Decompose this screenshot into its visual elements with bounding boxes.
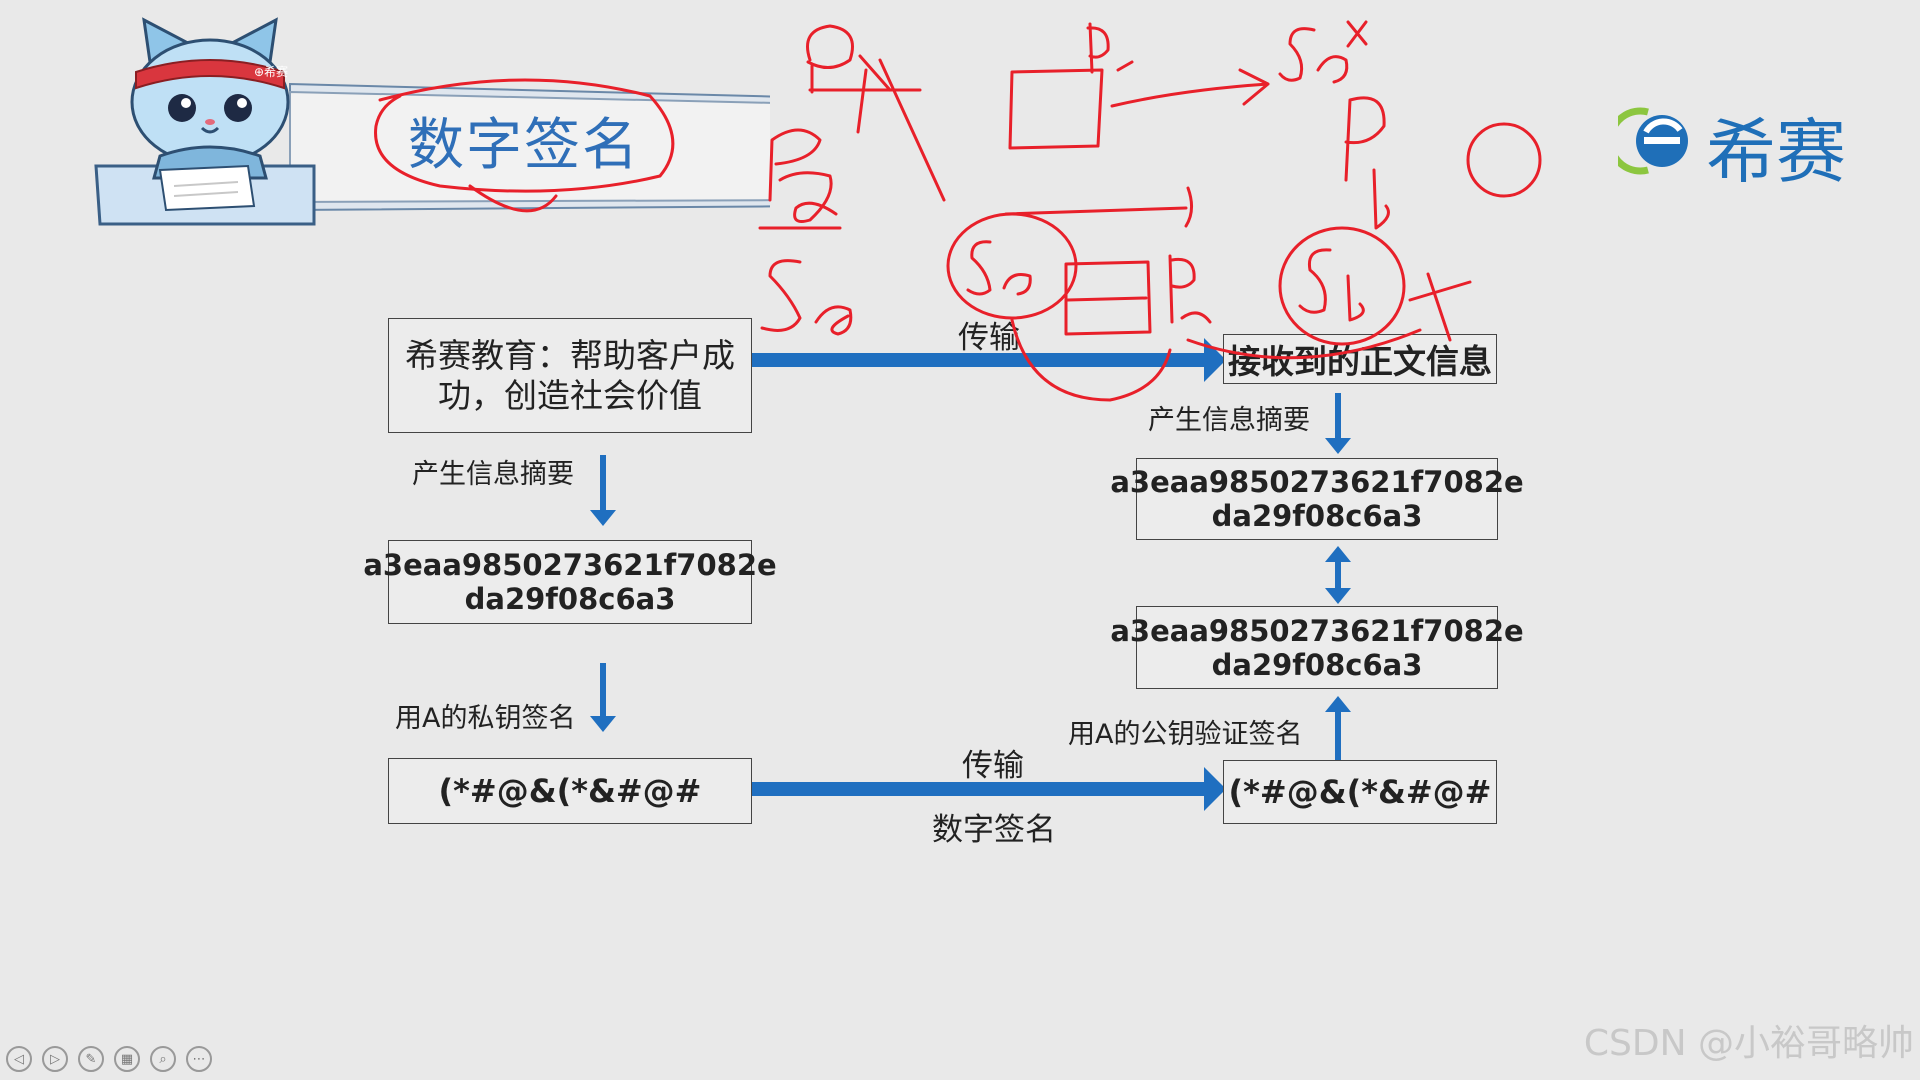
- receiver-digest1-line-2: da29f08c6a3: [1211, 499, 1423, 533]
- received-message-box: 接收到的正文信息: [1223, 334, 1497, 384]
- receiver-signature-box: (*#@&(*&#@#: [1223, 760, 1497, 824]
- bottom-transfer-arrow: [752, 767, 1226, 811]
- pen-icon[interactable]: ✎: [78, 1046, 104, 1072]
- receiver-digest-box-2: a3eaa9850273621f7082e da29f08c6a3: [1110, 606, 1524, 689]
- receiver-digest-arrow: [1325, 393, 1351, 454]
- mascot-band-label: ⊕希赛: [254, 64, 288, 79]
- receiver-verify-label: 用A的公钥验证签名: [1068, 719, 1303, 750]
- top-transfer-label: 传输: [958, 320, 1020, 356]
- prev-icon[interactable]: ◁: [6, 1046, 32, 1072]
- sender-message-box: 希赛教育：帮助客户成 功，创造社会价值: [388, 318, 752, 433]
- slides-icon[interactable]: ▦: [114, 1046, 140, 1072]
- sender-digest-line-1: a3eaa9850273621f7082e: [363, 548, 777, 582]
- zoom-icon[interactable]: ⌕: [150, 1046, 176, 1072]
- cat-mascot-icon: [130, 17, 290, 212]
- watermark: CSDN @小裕哥略帅: [1583, 1023, 1914, 1064]
- brand-name: 希赛: [1706, 111, 1846, 193]
- receiver-digest-box-1: a3eaa9850273621f7082e da29f08c6a3: [1110, 458, 1524, 540]
- brand-logo: 希赛: [1606, 100, 1868, 193]
- bottom-transfer-label: 传输: [962, 748, 1024, 784]
- receiver-digest2-line-2: da29f08c6a3: [1211, 647, 1423, 682]
- sender-signature-box: (*#@&(*&#@#: [388, 758, 752, 824]
- receiver-verify-arrow: [1325, 696, 1351, 760]
- player-controls: ◁ ▷ ✎ ▦ ⌕ ⋯: [6, 1046, 212, 1072]
- sender-message-line-1: 希赛教育：帮助客户成: [405, 335, 735, 375]
- receiver-digest-label: 产生信息摘要: [1148, 405, 1310, 436]
- compare-double-arrow: [1325, 546, 1351, 604]
- sender-digest-arrow: [590, 455, 616, 526]
- sender-digest-line-2: da29f08c6a3: [464, 582, 676, 616]
- receiver-digest2-line-1: a3eaa9850273621f7082e: [1110, 613, 1524, 648]
- sender-sign-label: 用A的私钥签名: [395, 703, 576, 734]
- next-icon[interactable]: ▷: [42, 1046, 68, 1072]
- sender-digest-label: 产生信息摘要: [412, 459, 574, 490]
- bottom-transfer-sublabel: 数字签名: [932, 812, 1056, 848]
- sender-digest-box: a3eaa9850273621f7082e da29f08c6a3: [363, 540, 777, 624]
- sender-message-line-2: 功，创造社会价值: [438, 375, 702, 415]
- receiver-digest1-line-1: a3eaa9850273621f7082e: [1110, 465, 1524, 499]
- sender-sign-arrow: [590, 663, 616, 732]
- more-icon[interactable]: ⋯: [186, 1046, 212, 1072]
